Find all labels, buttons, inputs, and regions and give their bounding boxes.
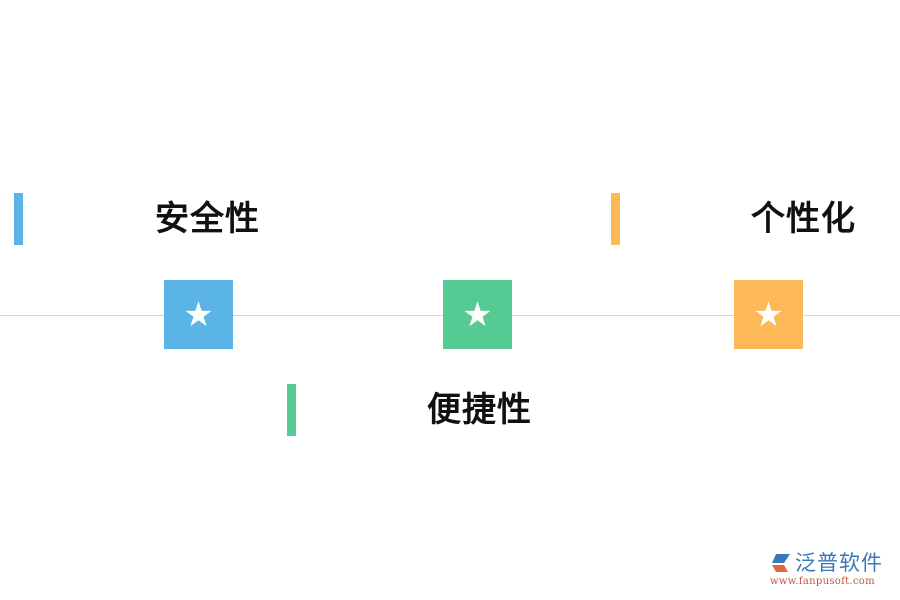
brand-logo-icon — [770, 552, 792, 574]
accent-bar-convenience — [287, 384, 296, 436]
feature-label-safety: 安全性 — [155, 199, 260, 239]
accent-bar-personalization — [611, 193, 620, 245]
star-icon: ★ — [753, 294, 784, 335]
brand-url: www.fanpusoft.com — [770, 576, 875, 587]
feature-label-convenience: 便捷性 — [427, 390, 532, 430]
star-icon: ★ — [462, 294, 493, 335]
accent-bar-safety — [14, 193, 23, 245]
feature-node-convenience: ★ — [443, 280, 512, 349]
feature-node-personalization: ★ — [734, 280, 803, 349]
feature-label-personalization: 个性化 — [751, 199, 856, 239]
star-icon: ★ — [183, 294, 214, 335]
watermark-logo: 泛普软件 www.fanpusoft.com — [770, 552, 895, 587]
brand-name: 泛普软件 — [795, 550, 883, 575]
feature-node-safety: ★ — [164, 280, 233, 349]
